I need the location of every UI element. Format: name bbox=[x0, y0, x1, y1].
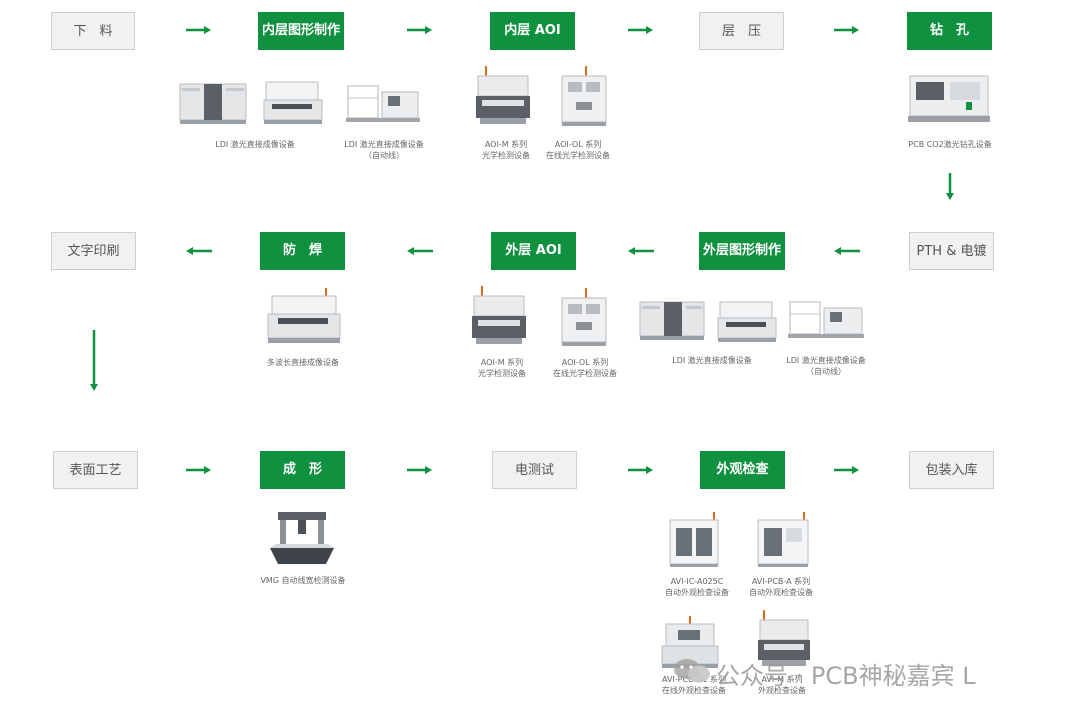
step-cutting: 下 料 bbox=[51, 12, 135, 50]
watermark-text: 公众号 · PCB神秘嘉宾 L bbox=[716, 656, 976, 691]
equipment-caption: AOI-OL 系列 在线光学检测设备 bbox=[535, 357, 635, 379]
equipment-caption-line2: 自动外观检查设备 bbox=[731, 587, 831, 598]
ldi-machine-image bbox=[178, 78, 250, 126]
ldi-autoline-image bbox=[344, 78, 422, 126]
equipment-caption-line1: LDI 激光直接成像设备 bbox=[766, 355, 886, 366]
equipment-caption: LDI 激光直接成像设备 （自动线） bbox=[766, 355, 886, 377]
avi-ic-machine-image bbox=[666, 512, 722, 568]
ldi-autoline-image bbox=[716, 298, 778, 344]
arrow-left-icon bbox=[407, 246, 433, 256]
arrow-left-icon bbox=[628, 246, 654, 256]
ldi-autoline-image bbox=[786, 296, 866, 344]
step-pth-plating: PTH & 电镀 bbox=[909, 232, 994, 270]
arrow-down-icon bbox=[945, 173, 955, 201]
arrow-right-icon bbox=[407, 25, 433, 35]
step-packing: 包装入库 bbox=[909, 451, 994, 489]
equipment-caption: LDI 激光直接成像设备 bbox=[652, 355, 772, 366]
equipment-caption-line1: LDI 激光直接成像设备 bbox=[652, 355, 772, 366]
step-outer-pattern: 外层图形制作 bbox=[699, 232, 785, 270]
aoi-m-machine-image bbox=[468, 286, 530, 348]
step-surface-finish: 表面工艺 bbox=[53, 451, 138, 489]
equipment-caption: AOI-OL 系列 在线光学检测设备 bbox=[528, 139, 628, 161]
arrow-left-icon bbox=[834, 246, 860, 256]
equipment-caption-line1: VMG 自动线宽检测设备 bbox=[243, 575, 363, 586]
ldi-autoline-image bbox=[262, 78, 324, 126]
wechat-icon bbox=[672, 656, 712, 686]
arrow-down-icon bbox=[89, 330, 99, 392]
arrow-right-icon bbox=[186, 25, 212, 35]
arrow-right-icon bbox=[186, 465, 212, 475]
equipment-caption-line2: 在线光学检测设备 bbox=[535, 368, 635, 379]
equipment-caption-line2: 在线光学检测设备 bbox=[528, 150, 628, 161]
step-visual-inspection: 外观检查 bbox=[700, 451, 785, 489]
step-legend-printing: 文字印刷 bbox=[51, 232, 136, 270]
aoi-m-machine-image bbox=[472, 66, 534, 128]
equipment-caption-line1: PCB CO2激光钻孔设备 bbox=[890, 139, 1010, 150]
equipment-caption-line1: 多波长直接成像设备 bbox=[243, 357, 363, 368]
equipment-caption: VMG 自动线宽检测设备 bbox=[243, 575, 363, 586]
aoi-ol-machine-image bbox=[556, 288, 612, 348]
co2-laser-drill-image bbox=[906, 72, 992, 128]
arrow-right-icon bbox=[628, 25, 654, 35]
equipment-caption: PCB CO2激光钻孔设备 bbox=[890, 139, 1010, 150]
avi-pcb-a-machine-image bbox=[754, 512, 812, 568]
equipment-caption-line1: AOI-OL 系列 bbox=[535, 357, 635, 368]
multi-wavelength-di-image bbox=[266, 288, 344, 348]
ldi-machine-image bbox=[638, 298, 708, 344]
equipment-caption-line1: LDI 激光直接成像设备 bbox=[324, 139, 444, 150]
equipment-caption-line1: AOI-OL 系列 bbox=[528, 139, 628, 150]
arrow-right-icon bbox=[407, 465, 433, 475]
equipment-caption-line2: （自动线） bbox=[324, 150, 444, 161]
equipment-caption-line2: （自动线） bbox=[766, 366, 886, 377]
arrow-left-icon bbox=[186, 246, 212, 256]
vmg-linewidth-machine-image bbox=[266, 508, 338, 572]
step-outer-aoi: 外层 AOI bbox=[491, 232, 576, 270]
step-lamination: 层 压 bbox=[699, 12, 784, 50]
step-drilling: 钻 孔 bbox=[907, 12, 992, 50]
equipment-caption-line1: AVI-PCB-A 系列 bbox=[731, 576, 831, 587]
arrow-right-icon bbox=[834, 25, 860, 35]
step-inner-pattern: 内层图形制作 bbox=[258, 12, 344, 50]
step-solder-mask: 防 焊 bbox=[260, 232, 345, 270]
step-routing: 成 形 bbox=[260, 451, 345, 489]
arrow-right-icon bbox=[834, 465, 860, 475]
equipment-caption: 多波长直接成像设备 bbox=[243, 357, 363, 368]
equipment-caption-line1: LDI 激光直接成像设备 bbox=[195, 139, 315, 150]
equipment-caption: LDI 激光直接成像设备 （自动线） bbox=[324, 139, 444, 161]
aoi-ol-machine-image bbox=[556, 66, 612, 128]
step-inner-aoi: 内层 AOI bbox=[490, 12, 575, 50]
arrow-right-icon bbox=[628, 465, 654, 475]
equipment-caption: AVI-PCB-A 系列 自动外观检查设备 bbox=[731, 576, 831, 598]
equipment-caption: LDI 激光直接成像设备 bbox=[195, 139, 315, 150]
step-electrical-test: 电测试 bbox=[492, 451, 577, 489]
